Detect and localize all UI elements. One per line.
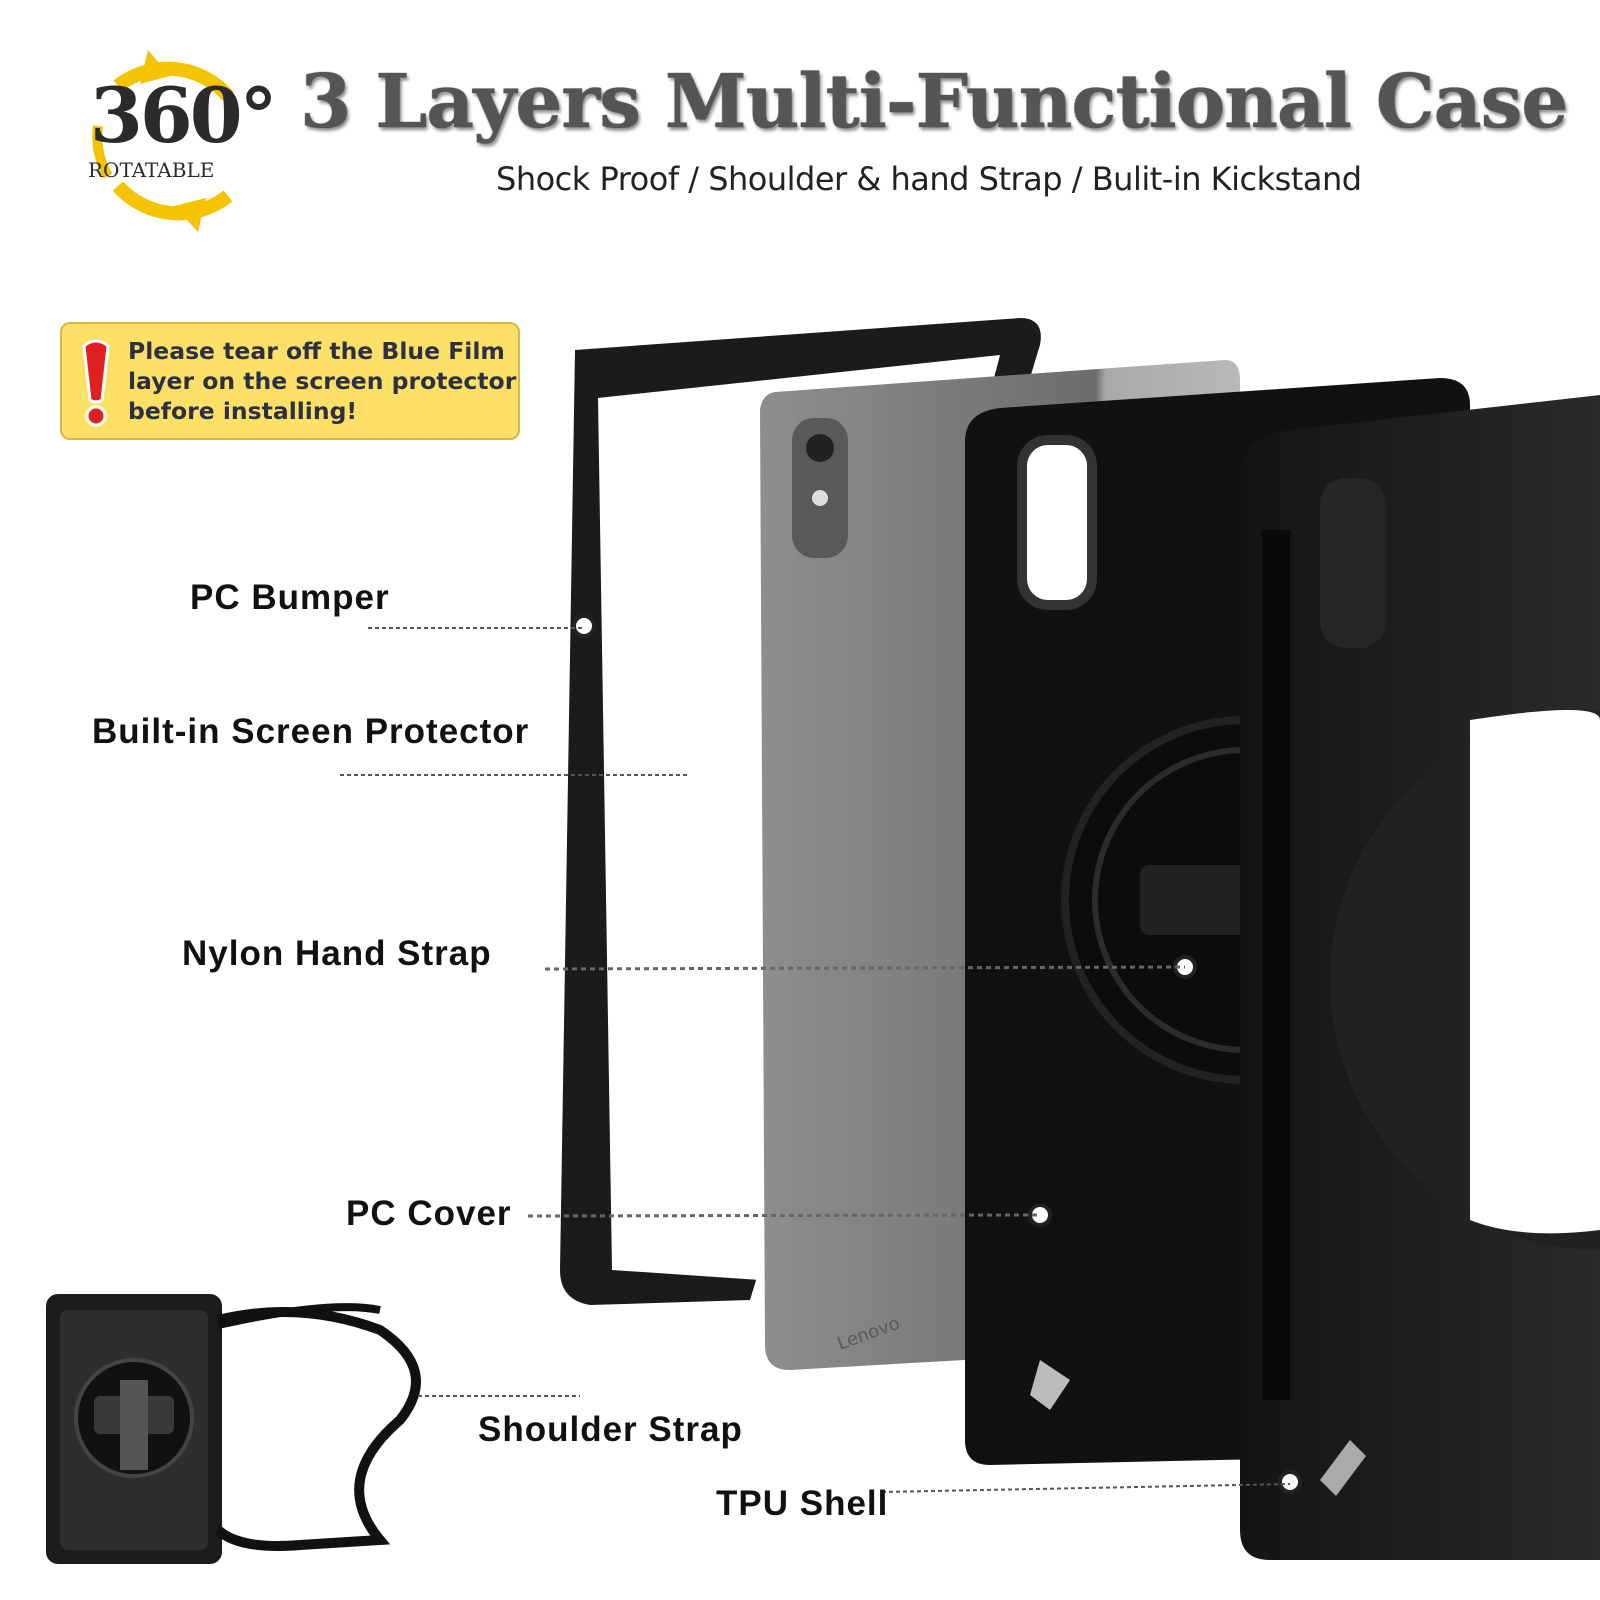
label-shoulder-strap: Shoulder Strap xyxy=(478,1410,743,1449)
notice-line: Please tear off the Blue Film xyxy=(128,337,505,365)
rotation-badge: 360° ROTATABLE xyxy=(78,46,278,236)
rotate-arrows-icon xyxy=(92,50,234,232)
label-pc-bumper: PC Bumper xyxy=(190,578,390,617)
badge-caption: ROTATABLE xyxy=(88,158,215,182)
tpu-shell-layer xyxy=(1240,395,1600,1560)
label-screen-protector: Built-in Screen Protector xyxy=(92,712,530,751)
camera-module-icon xyxy=(792,418,848,558)
exclamation-icon xyxy=(82,339,110,427)
notice-line: layer on the screen protector xyxy=(128,367,517,395)
label-hand-strap: Nylon Hand Strap xyxy=(182,934,492,973)
install-notice: Please tear off the Blue Film layer on t… xyxy=(60,322,520,440)
label-pc-cover: PC Cover xyxy=(346,1194,512,1233)
badge-number: 360° xyxy=(90,71,278,160)
page-title: 3 Layers Multi-Functional Case xyxy=(300,59,1568,145)
page-subtitle: Shock Proof / Shoulder & hand Strap / Bu… xyxy=(496,160,1362,198)
shoulder-strap-thumbnail xyxy=(46,1294,421,1564)
camera-cutout xyxy=(1017,435,1097,610)
notice-text: Please tear off the Blue Film layer on t… xyxy=(128,336,518,426)
notice-line: before installing! xyxy=(128,397,358,425)
label-tpu-shell: TPU Shell xyxy=(716,1484,889,1523)
